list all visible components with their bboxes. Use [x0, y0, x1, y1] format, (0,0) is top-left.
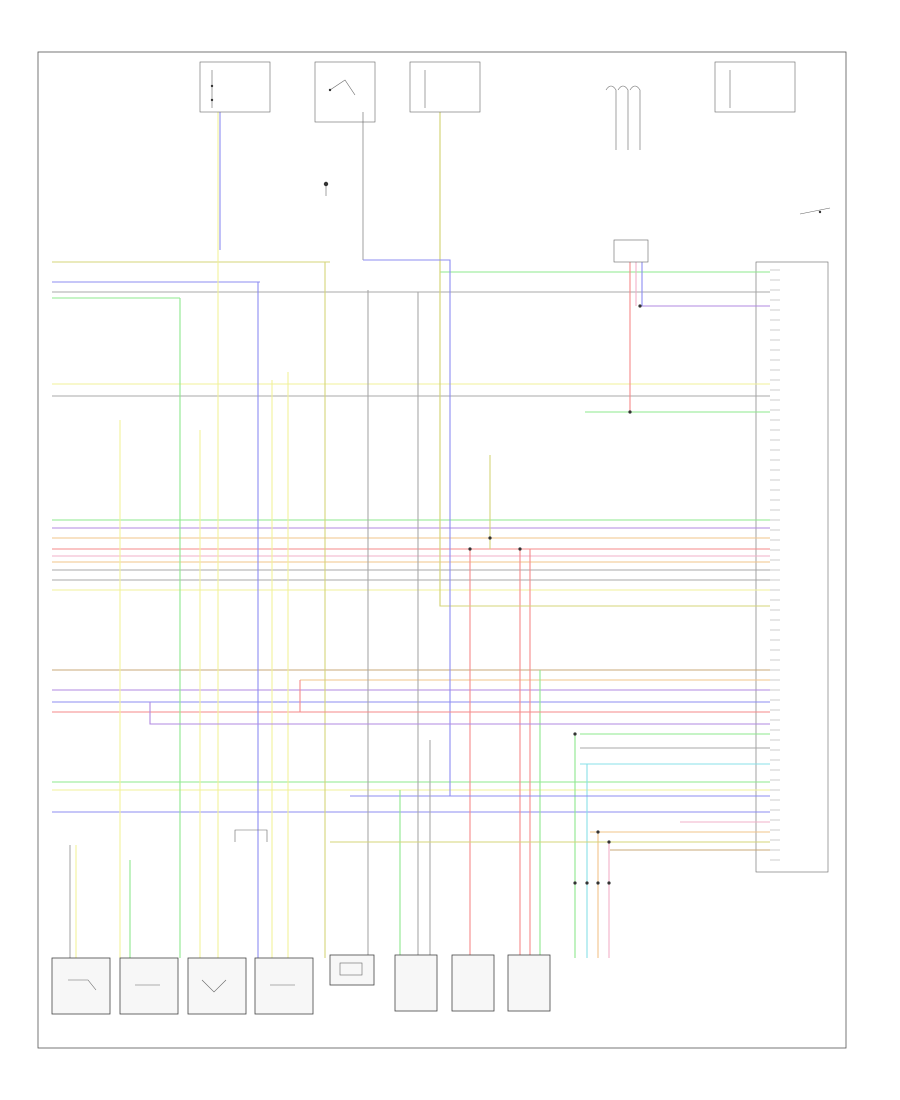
module-bracket: [234, 829, 268, 842]
wire-group: [52, 112, 770, 958]
sensor-7: [507, 954, 551, 1012]
sensor-6: [451, 954, 495, 1012]
junction-dot-7: [607, 840, 611, 844]
elbow-wire-3: [149, 702, 770, 725]
junction-dot-2: [488, 536, 492, 540]
ground-symbol: [323, 181, 329, 196]
elbow-wire-0: [439, 112, 770, 607]
sensor-module-3: [187, 957, 247, 1015]
top-connector-group: [605, 85, 641, 150]
sensor-module-2: [119, 957, 179, 1015]
switch-symbol: [799, 207, 831, 215]
small-component: [329, 954, 375, 986]
junction-dot-3: [638, 304, 642, 308]
sensor-module-4: [254, 957, 314, 1015]
top-relay-1: [314, 61, 376, 123]
sensor-5: [394, 954, 438, 1012]
junction-dot-6: [596, 830, 600, 834]
connector-group-bottom: [573, 881, 611, 885]
ecm-connector-strip: [755, 261, 829, 873]
junction-dot-1: [518, 547, 522, 551]
elbow-wire-1: [363, 259, 770, 797]
junction-dot-4: [628, 410, 632, 414]
elbow-wire-2: [299, 680, 770, 713]
top-fuse-block-2: [409, 61, 481, 113]
junction-dot-5: [573, 732, 577, 736]
diagram-frame: [37, 51, 847, 1049]
top-fuse-block-3: [714, 61, 796, 113]
junction-dot-0: [468, 547, 472, 551]
pin-label-group: [770, 269, 780, 861]
junction-connector: [613, 239, 649, 263]
sensor-module-1: [51, 957, 111, 1015]
top-fuse-block-1: [199, 61, 271, 113]
